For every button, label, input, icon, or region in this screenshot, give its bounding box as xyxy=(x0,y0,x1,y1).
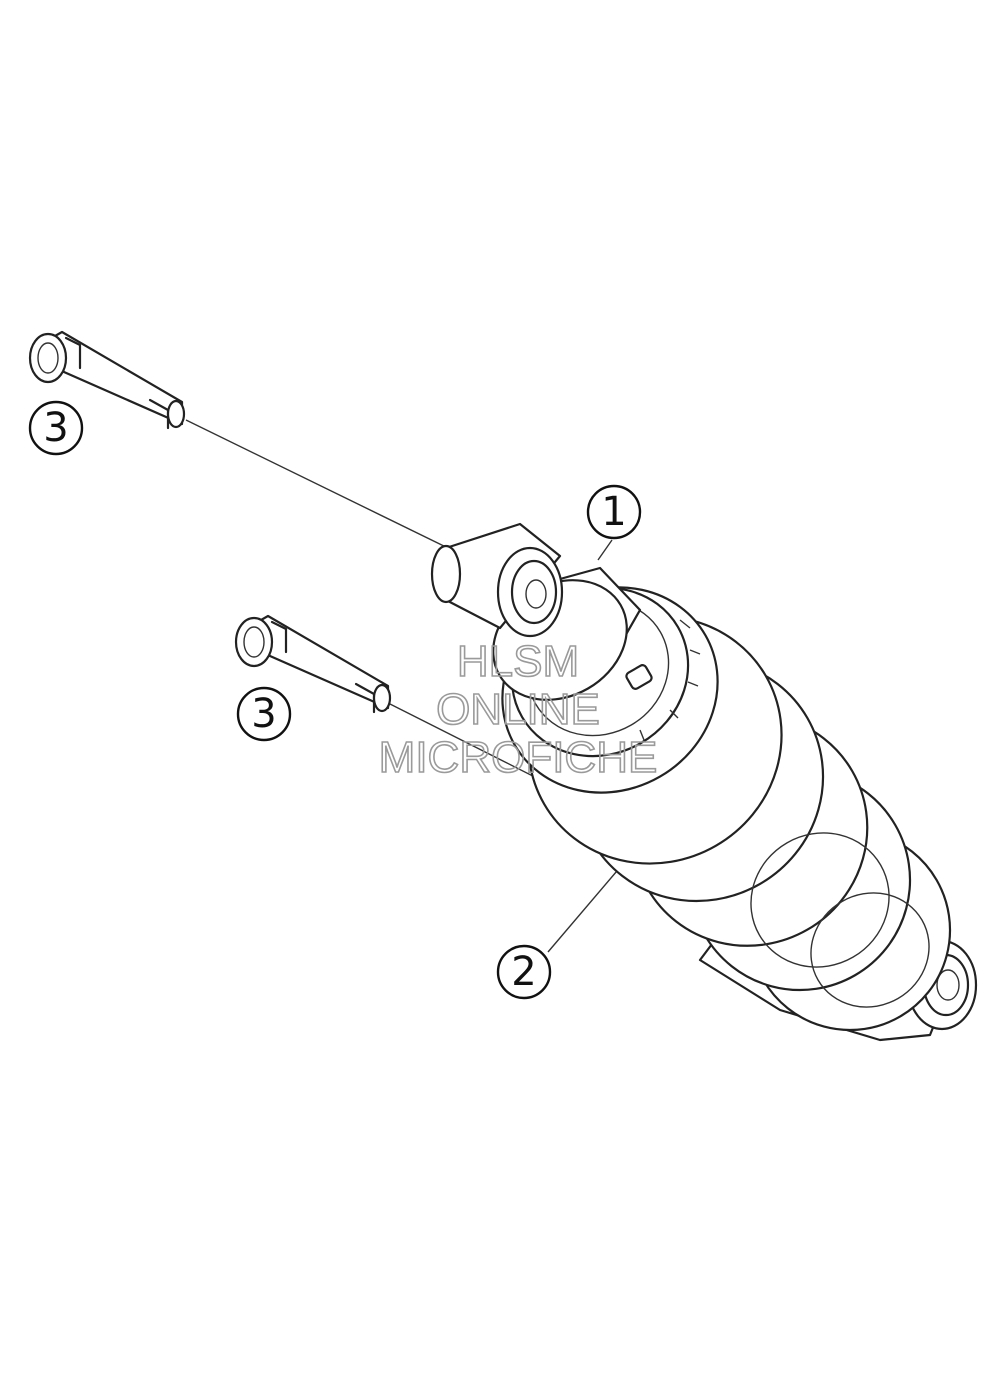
callout-2[interactable]: 2 xyxy=(496,944,552,1000)
callout-1[interactable]: 1 xyxy=(586,484,642,540)
callout-3-upper-label: 3 xyxy=(43,405,68,451)
adjuster-notches xyxy=(639,619,701,741)
watermark-line-1: HLSM xyxy=(457,637,579,686)
watermark-line-3: MICROFICHE xyxy=(379,733,658,782)
callout-1-label: 1 xyxy=(601,489,626,535)
bolt-upper[interactable] xyxy=(28,330,186,430)
callout-2-label: 2 xyxy=(511,949,536,995)
watermark-line-2: ONLINE xyxy=(436,685,600,734)
shock-absorber[interactable] xyxy=(430,522,987,1067)
watermark: HLSM ONLINE MICROFICHE xyxy=(378,636,658,783)
callout-3-lower[interactable]: 3 xyxy=(236,686,292,742)
callout-3-upper[interactable]: 3 xyxy=(28,400,84,456)
callout-3-lower-label: 3 xyxy=(251,691,276,737)
bolt-lower[interactable] xyxy=(234,614,392,714)
